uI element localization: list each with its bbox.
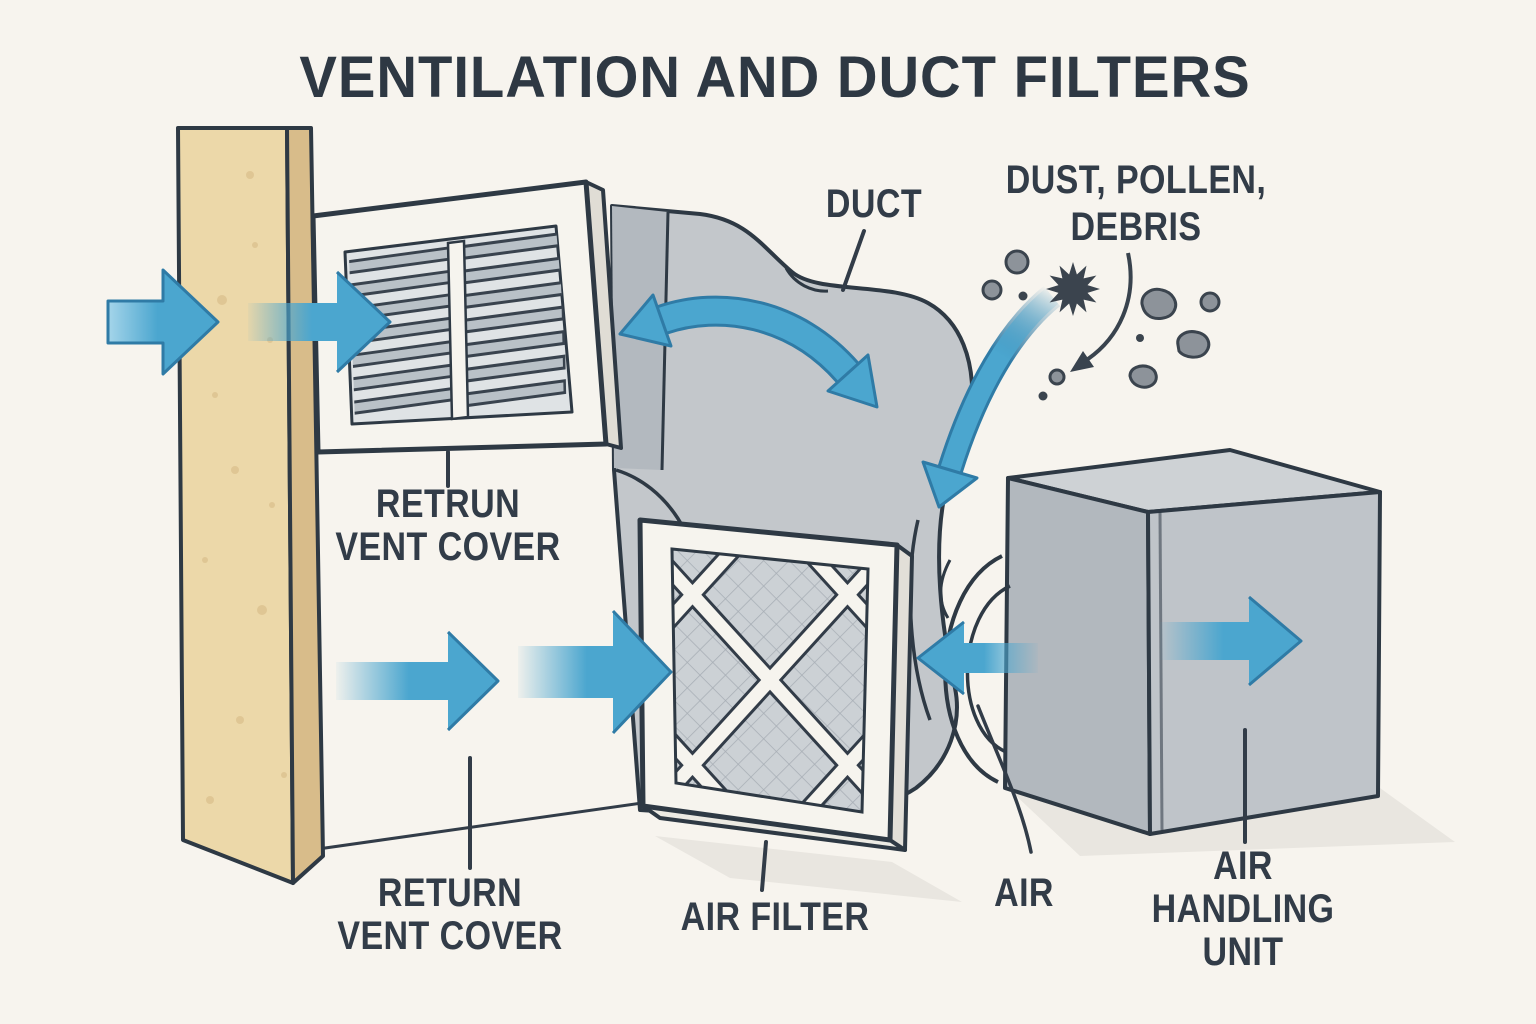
return-vent-cover [310, 179, 623, 455]
label-ahu-line3: UNIT [1202, 930, 1284, 974]
airflow-arrow-through-wall [248, 272, 390, 372]
duct-crease [784, 267, 829, 293]
airflow-arrow-to-filter-1-head [446, 630, 500, 732]
pollen-starburst [1046, 262, 1100, 316]
particle-circles [981, 249, 1221, 386]
leader-lines [446, 229, 1247, 892]
airflow-arrow-outside [106, 268, 220, 376]
label-return-vent-cover-top-line2: VENT COVER [335, 525, 561, 569]
label-return-vent-cover-top-line1: RETRUN [375, 482, 521, 526]
leader-air [976, 704, 1033, 854]
leader-air-filter [760, 840, 768, 892]
airflow-arrow-to-filter-2 [518, 611, 671, 733]
label-dust-line2: DEBRIS [1070, 205, 1202, 249]
unit-panel-seam [1158, 510, 1164, 831]
exterior-wall [176, 126, 325, 885]
label-duct: DUCT [825, 182, 923, 226]
filter-inner-lip [670, 547, 870, 814]
label-return-vent-cover-bottom-line1: RETURN [377, 871, 523, 915]
airflow-arrow-to-filter-2-head [611, 609, 673, 735]
airflow-arrow-through-wall-head [335, 270, 392, 374]
vent-louvers-left [349, 245, 452, 416]
wall-face [176, 126, 295, 885]
diagram-title: VENTILATION AND DUCT FILTERS [299, 45, 1251, 110]
debris-blobs [1128, 287, 1211, 389]
label-air: AIR [994, 871, 1054, 915]
dust-particles [981, 249, 1221, 401]
label-air-filter: AIR FILTER [680, 895, 870, 939]
filter-lattice [672, 549, 868, 812]
label-return-vent-cover-bottom-line2: VENT COVER [337, 914, 563, 958]
dust-entry-arrow [921, 285, 1061, 509]
air-filter [637, 517, 914, 852]
duct-neck-curve-2 [939, 559, 952, 619]
label-return-vent-cover-bottom: RETURN VENT COVER [337, 872, 562, 958]
airflow-arrow-unit-output [1160, 597, 1301, 685]
label-ahu-line1: AIR [1213, 844, 1273, 888]
airflow-arrow-duct-bidirectional [618, 293, 879, 409]
vent-louvers-right [464, 231, 567, 408]
label-ahu-line2: HANDLING [1151, 887, 1335, 931]
dust-pointer-arrow [1070, 252, 1133, 372]
filter-shadow [655, 836, 962, 902]
label-dust-line1: DUST, POLLEN, [1005, 158, 1267, 202]
airflow-arrows [106, 268, 1303, 735]
label-air-handling-unit: AIR HANDLING UNIT [1152, 845, 1335, 974]
label-return-vent-cover-top: RETRUN VENT COVER [335, 483, 560, 569]
airflow-arrow-unit-output-head [1248, 595, 1303, 687]
airflow-arrow-from-unit [918, 622, 1038, 694]
airflow-arrow-to-filter-1 [336, 632, 498, 730]
airflow-arrow-from-unit-head [916, 620, 965, 696]
vent-mullion [446, 239, 470, 421]
leader-duct [841, 229, 866, 292]
label-dust-pollen-debris: DUST, POLLEN, DEBRIS [1006, 157, 1267, 251]
particle-dots [1018, 291, 1144, 401]
